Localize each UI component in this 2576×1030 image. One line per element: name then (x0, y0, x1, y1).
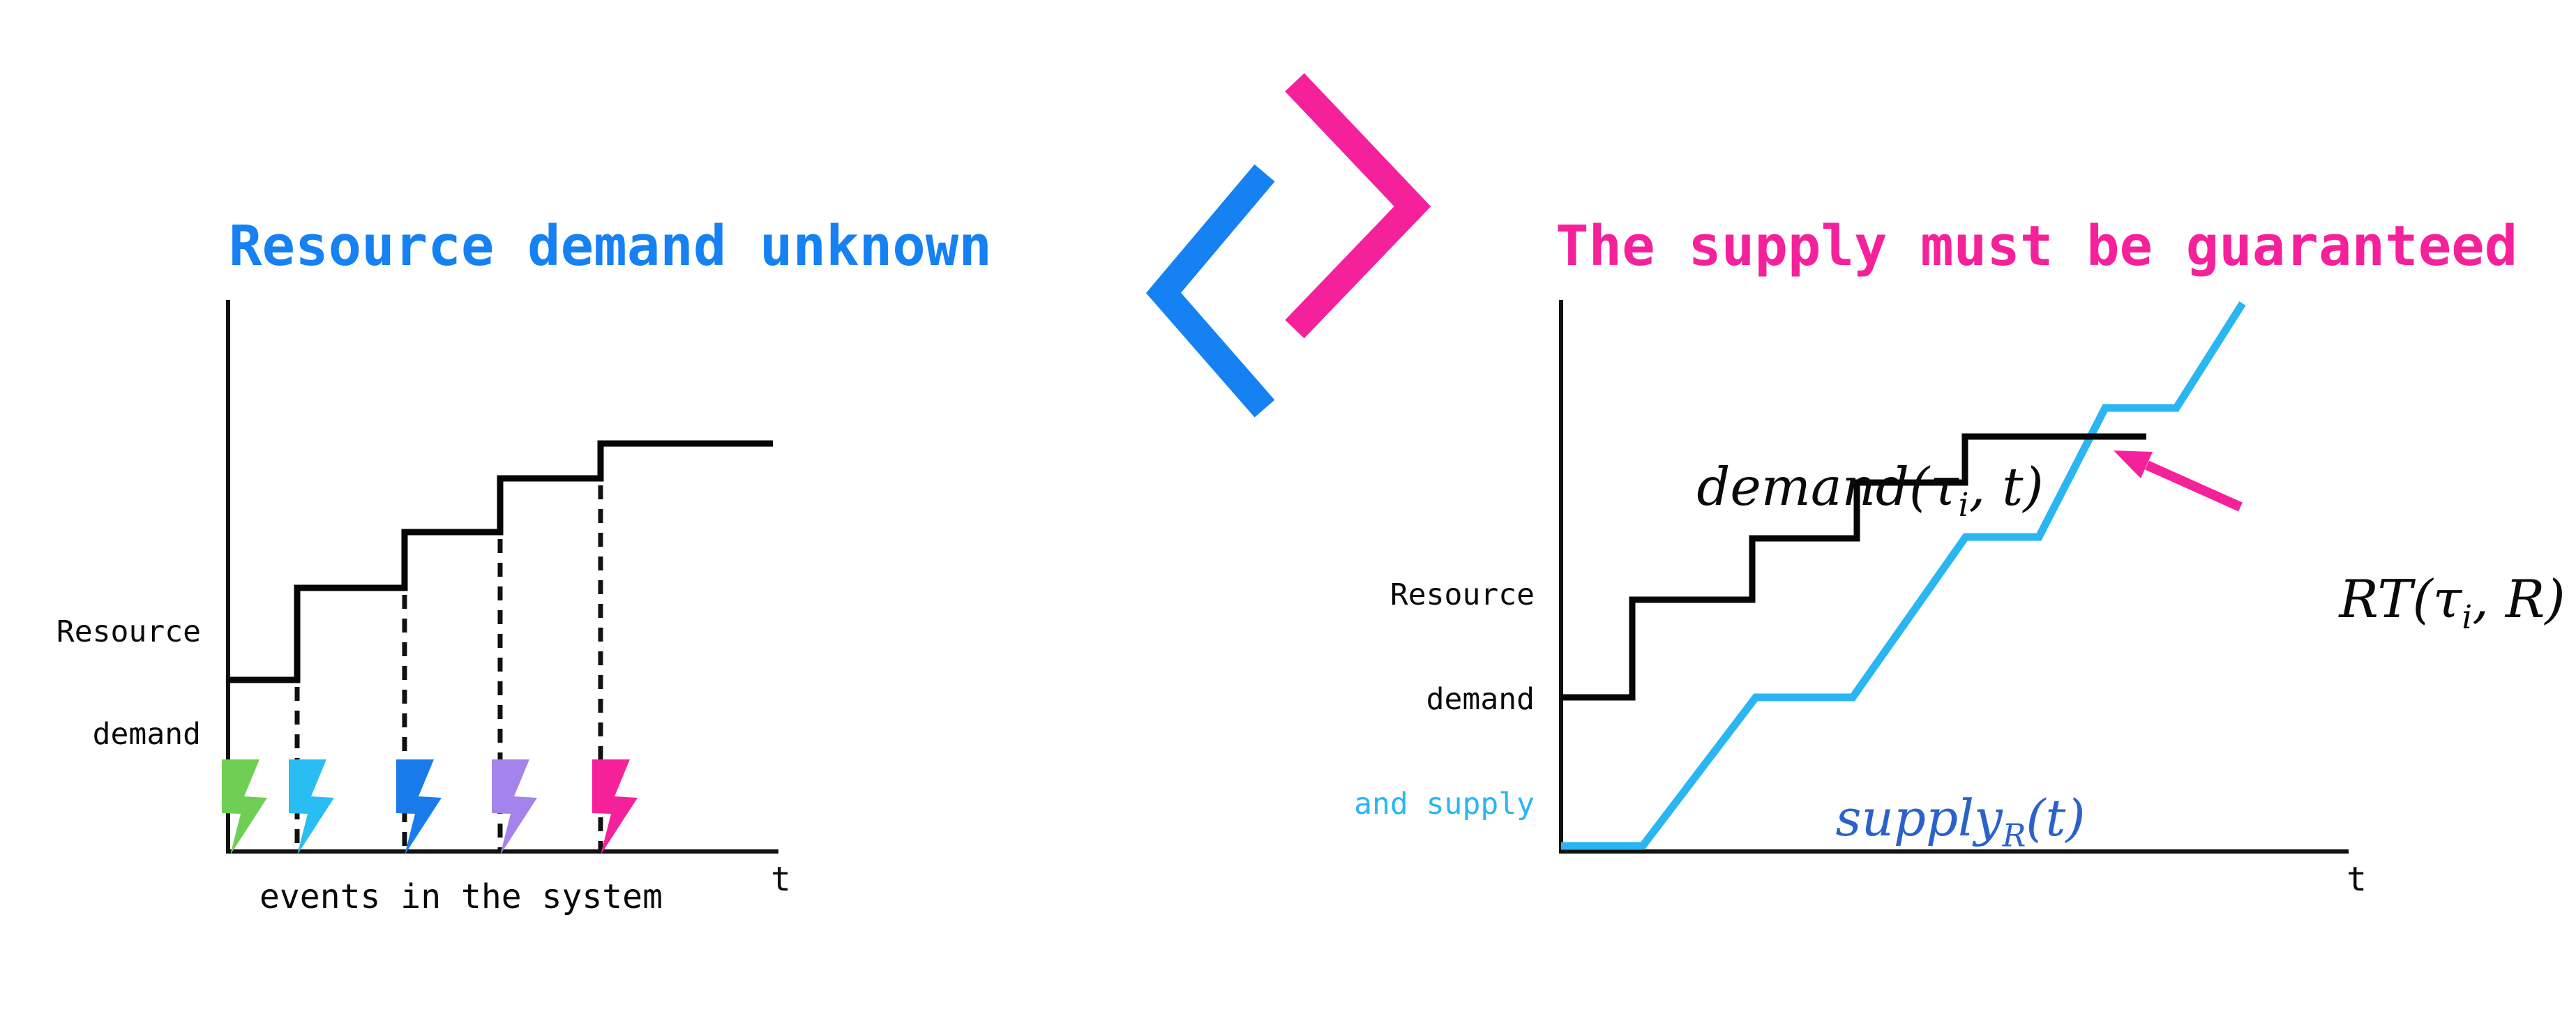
lightning-bolt-icon-green (222, 759, 267, 855)
rt-annotation-arrow-shaft (2145, 460, 2243, 512)
left-demand-step-curve (228, 440, 773, 683)
right-y-axis-label: Resource demand and supply (1311, 508, 1535, 891)
rt-label-prefix: RT(τ (2339, 568, 2462, 630)
left-y-axis-label-line1: Resource (56, 614, 201, 649)
supply-label-prefix: supply (1835, 789, 2003, 847)
right-demand-step-curve (1561, 433, 2146, 701)
right-chart-title: The supply must be guaranteed (1556, 214, 2518, 278)
left-t-label: t (771, 860, 791, 899)
left-y-axis-label-line2: demand (92, 717, 201, 752)
right-supply-curve (1561, 301, 2246, 850)
left-y-axis-label: Resource demand (28, 547, 201, 820)
demand-label-prefix: demand(τ (1696, 456, 1959, 517)
left-x-axis-label: events in the system (259, 877, 663, 916)
rt-label-suffix: , R) (2472, 568, 2566, 630)
response-time-label: RT(τi, R) (2273, 507, 2566, 697)
chevron-right-icon (1285, 73, 1431, 339)
lightning-bolt-icon-cyan (289, 759, 334, 855)
supply-label-suffix: (t) (2026, 789, 2086, 847)
rt-label-subscript: i (2462, 598, 2473, 636)
supply-function-label: supplyR(t) (1772, 730, 2086, 912)
right-y-axis-label-line1: Resource (1389, 577, 1535, 612)
lightning-bolt-icon-blue (396, 759, 442, 855)
lightning-bolt-icon-pink (592, 759, 638, 855)
demand-function-label: demand(τi, t) (1630, 395, 2044, 585)
demand-label-subscript: i (1958, 486, 1969, 524)
chevron-left-icon (1145, 164, 1275, 418)
rt-annotation-arrow-head (2114, 450, 2153, 478)
supply-label-subscript: R (2002, 817, 2026, 854)
right-y-axis-label-line3: and supply (1354, 787, 1535, 821)
lightning-bolt-icon-purple (492, 759, 537, 855)
right-y-axis-label-line2: demand (1426, 682, 1535, 717)
demand-label-suffix: , t) (1968, 456, 2044, 517)
left-chart-title: Resource demand unknown (229, 214, 992, 278)
right-t-label: t (2347, 860, 2367, 899)
